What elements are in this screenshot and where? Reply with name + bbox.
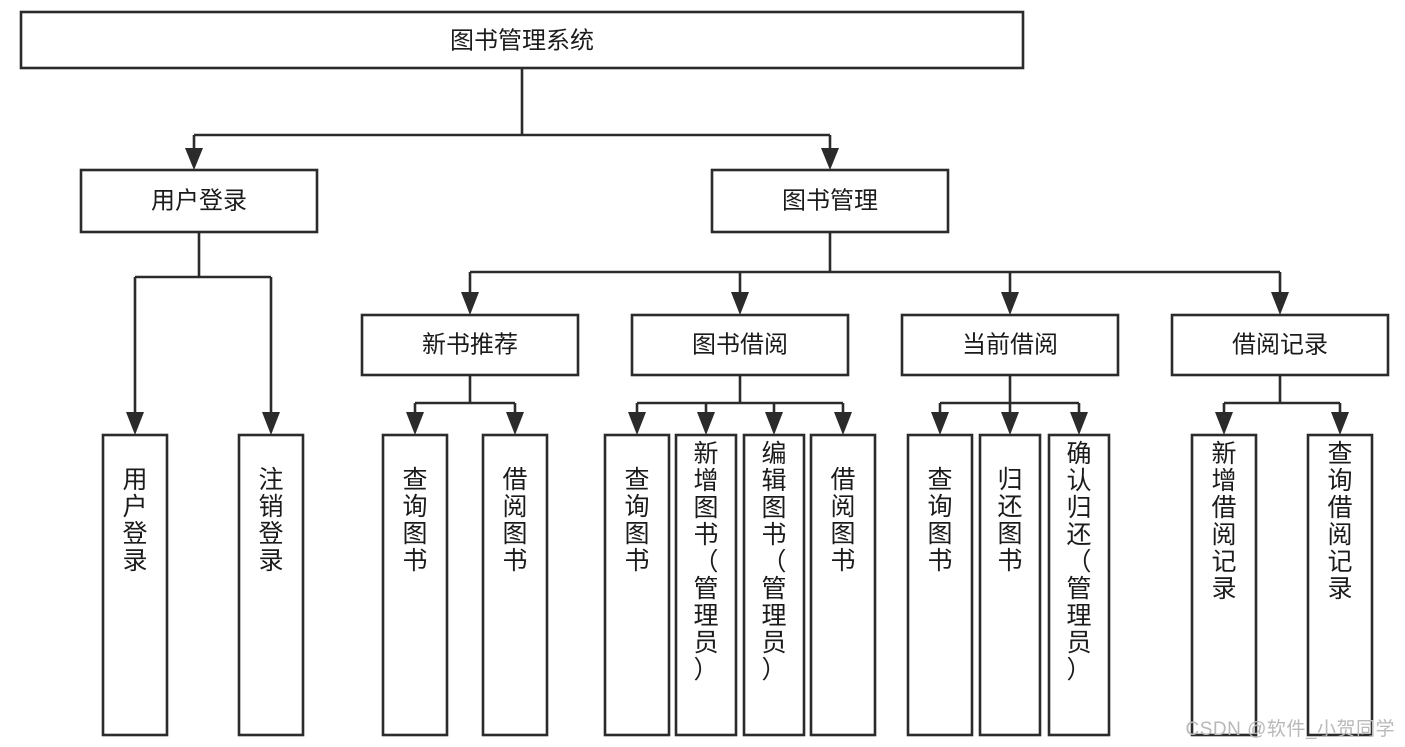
leaf-node-cb-confirm-return-admin[interactable]: 确认归还（管理员）: [1047, 433, 1111, 737]
arrow-head-bb-leaf4: [834, 412, 852, 435]
node-box-book-borrow[interactable]: [630, 313, 850, 377]
leaf-label-nb-borrow-books: 借阅图书: [502, 466, 527, 575]
leaf-node-nb-query-books[interactable]: 查询图书: [381, 433, 449, 737]
node-book-borrow[interactable]: 图书借阅: [630, 313, 850, 377]
leaf-box-bb-edit-book-admin[interactable]: [742, 433, 806, 737]
node-label-user-login: 用户登录: [151, 187, 247, 214]
arrow-head-cb-leaf2: [1001, 412, 1019, 435]
leaf-box-nb-query-books[interactable]: [381, 433, 449, 737]
arrow-head-br-leaf1: [1215, 412, 1233, 435]
leaf-label-logout: 注销登录: [258, 466, 283, 575]
leaf-node-bb-add-book-admin[interactable]: 新增图书（管理员）: [674, 433, 738, 737]
node-root-system[interactable]: 图书管理系统: [19, 10, 1025, 70]
arrow-head-book-borrow: [731, 292, 749, 315]
leaf-box-bb-borrow-books[interactable]: [809, 433, 877, 737]
leaf-label-cb-return-books: 归还图书: [997, 466, 1022, 575]
leaf-node-nb-borrow-books[interactable]: 借阅图书: [481, 433, 549, 737]
leaf-box-cb-confirm-return-admin[interactable]: [1047, 433, 1111, 737]
leaf-node-bb-edit-book-admin[interactable]: 编辑图书（管理员）: [742, 433, 806, 737]
node-box-user-login[interactable]: [79, 168, 319, 234]
leaf-node-user-login[interactable]: 用户登录: [101, 433, 169, 737]
node-box-new-book-recommend[interactable]: [360, 313, 580, 377]
leaf-box-nb-borrow-books[interactable]: [481, 433, 549, 737]
arrow-head-nb-leaf2: [506, 412, 524, 435]
arrow-head-bb-leaf2: [697, 412, 715, 435]
leaf-box-cb-return-books[interactable]: [978, 433, 1042, 737]
arrow-head-bb-leaf3: [765, 412, 783, 435]
node-label-borrow-record: 借阅记录: [1232, 331, 1328, 358]
arrow-head-cb-leaf1: [931, 412, 949, 435]
leaf-box-logout[interactable]: [237, 433, 305, 737]
leaf-node-cb-return-books[interactable]: 归还图书: [978, 433, 1042, 737]
arrow-head-current-borrow: [1001, 292, 1019, 315]
arrow-head-leaf-user-login: [126, 412, 144, 435]
leaf-label-bb-add-book-admin: 新增图书（管理员）: [693, 440, 718, 684]
arrow-head-book-mgmt: [821, 148, 839, 170]
leaf-node-logout[interactable]: 注销登录: [237, 433, 305, 737]
arrow-head-leaf-logout: [262, 412, 280, 435]
arrow-head-br-leaf2: [1331, 412, 1349, 435]
node-label-new-book-recommend: 新书推荐: [422, 331, 518, 358]
arrow-head-nb-leaf1: [406, 412, 424, 435]
leaf-label-br-add-record: 新增借阅记录: [1211, 440, 1236, 603]
leaf-node-br-query-record[interactable]: 查询借阅记录: [1306, 433, 1374, 737]
leaf-label-user-login: 用户登录: [122, 466, 147, 575]
leaf-box-cb-query-books[interactable]: [906, 433, 974, 737]
leaf-label-bb-query-books: 查询图书: [624, 466, 649, 575]
node-label-book-management: 图书管理: [782, 187, 878, 214]
leaf-node-cb-query-books[interactable]: 查询图书: [906, 433, 974, 737]
leaf-label-bb-edit-book-admin: 编辑图书（管理员）: [761, 440, 786, 684]
node-box-root[interactable]: [19, 10, 1025, 70]
arrow-head-bb-leaf1: [628, 412, 646, 435]
node-label-root: 图书管理系统: [450, 27, 594, 54]
leaf-node-bb-query-books[interactable]: 查询图书: [603, 433, 671, 737]
leaf-box-br-add-record[interactable]: [1190, 433, 1258, 737]
leaf-box-bb-add-book-admin[interactable]: [674, 433, 738, 737]
node-current-borrow[interactable]: 当前借阅: [900, 313, 1120, 377]
leaf-label-cb-confirm-return-admin: 确认归还（管理员）: [1066, 440, 1091, 684]
arrow-head-user-login: [185, 148, 203, 170]
leaf-box-user-login[interactable]: [101, 433, 169, 737]
arrow-head-cb-leaf3: [1070, 412, 1088, 435]
leaf-node-br-add-record[interactable]: 新增借阅记录: [1190, 433, 1258, 737]
arrow-head-borrow-record: [1271, 292, 1289, 315]
leaf-label-nb-query-books: 查询图书: [402, 466, 427, 575]
node-box-borrow-record[interactable]: [1170, 313, 1390, 377]
leaf-label-bb-borrow-books: 借阅图书: [830, 466, 855, 575]
connector-group: [126, 68, 1349, 435]
node-box-book-management[interactable]: [710, 168, 950, 234]
node-borrow-record[interactable]: 借阅记录: [1170, 313, 1390, 377]
node-label-current-borrow: 当前借阅: [962, 331, 1058, 358]
node-box-current-borrow[interactable]: [900, 313, 1120, 377]
leaf-label-br-query-record: 查询借阅记录: [1327, 440, 1352, 603]
node-user-login[interactable]: 用户登录: [79, 168, 319, 234]
leaf-node-bb-borrow-books[interactable]: 借阅图书: [809, 433, 877, 737]
leaf-label-cb-query-books: 查询图书: [927, 466, 952, 575]
node-new-book-recommend[interactable]: 新书推荐: [360, 313, 580, 377]
arrow-head-new-books: [461, 292, 479, 315]
node-book-management[interactable]: 图书管理: [710, 168, 950, 234]
node-label-book-borrow: 图书借阅: [692, 331, 788, 358]
leaf-box-bb-query-books[interactable]: [603, 433, 671, 737]
leaf-box-br-query-record[interactable]: [1306, 433, 1374, 737]
